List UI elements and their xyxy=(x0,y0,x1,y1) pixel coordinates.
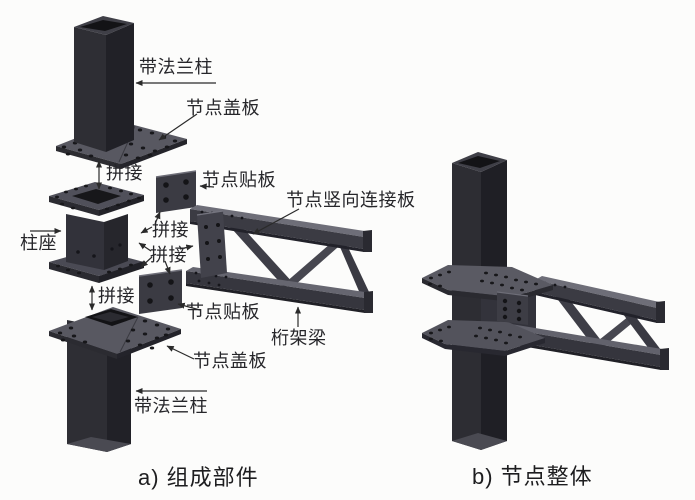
splice-label-1: 拼接 xyxy=(106,163,143,183)
top-cover-plate-label: 节点盖板 xyxy=(186,98,260,118)
assembled-patch-plate-graphic xyxy=(496,291,529,325)
splice-label-3: 拼接 xyxy=(150,245,187,265)
splice-arrows xyxy=(88,160,194,311)
bottom-flange-column-label: 带法兰柱 xyxy=(134,396,208,416)
splice-label-4: 拼接 xyxy=(98,286,135,306)
truss-beam-label: 桁架梁 xyxy=(271,328,327,348)
caption-panel-b: b) 节点整体 xyxy=(472,464,593,489)
column-base-graphic xyxy=(49,182,144,283)
upper-patch-plate-graphic xyxy=(155,170,197,213)
caption-panel-a: a) 组成部件 xyxy=(138,465,259,490)
column-base-label: 柱座 xyxy=(20,233,57,253)
assembled-lower-cover-plate-graphic xyxy=(422,320,545,356)
lower-patch-plate-label: 节点贴板 xyxy=(186,302,260,322)
lower-patch-plate-graphic xyxy=(138,269,183,314)
leader-lines xyxy=(30,79,302,395)
bottom-cover-plate-graphic xyxy=(49,307,181,359)
assembled-column-graphic xyxy=(452,152,507,450)
bottom-cover-plate-label: 节点盖板 xyxy=(193,351,267,371)
top-flange-column-label: 带法兰柱 xyxy=(139,57,213,77)
upper-patch-plate-label: 节点贴板 xyxy=(202,170,276,190)
splice-label-2: 拼接 xyxy=(152,220,189,240)
vertical-connecting-plate-label: 节点竖向连接板 xyxy=(286,190,416,210)
top-flange-column-graphic xyxy=(74,16,134,152)
truss-beam-exploded-graphic xyxy=(186,205,373,313)
